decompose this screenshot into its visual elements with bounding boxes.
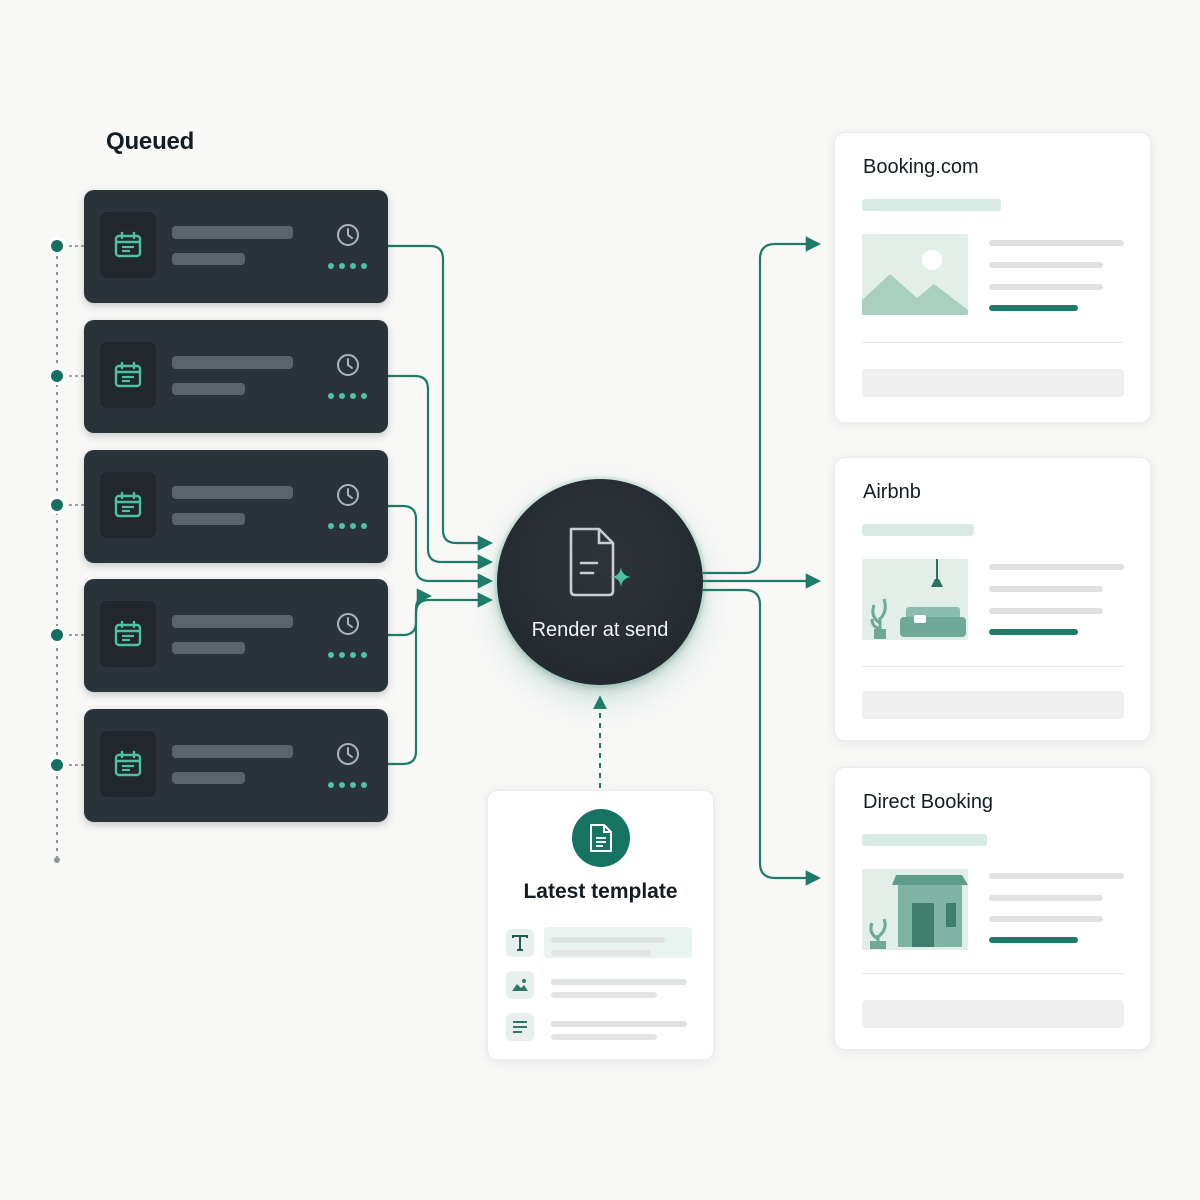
placeholder-line	[989, 916, 1103, 922]
message-meta-placeholder	[172, 253, 245, 265]
template-row-text[interactable]	[504, 927, 694, 959]
queued-message-card[interactable]	[84, 450, 388, 563]
channel-card-airbnb[interactable]: Airbnb	[834, 457, 1151, 741]
placeholder-line	[989, 284, 1103, 290]
status-dots	[328, 652, 367, 658]
landscape-image	[862, 234, 968, 315]
calendar-icon	[100, 212, 156, 278]
channel-card-direct-booking[interactable]: Direct Booking	[834, 767, 1151, 1050]
footer-placeholder	[862, 369, 1124, 397]
template-row-image[interactable]	[504, 969, 694, 1001]
placeholder-line	[989, 873, 1124, 879]
clock-icon	[337, 224, 359, 246]
connector-channel-3	[703, 588, 822, 886]
message-title-placeholder	[172, 615, 293, 628]
footer-placeholder	[862, 1000, 1124, 1028]
accent-line	[989, 629, 1078, 635]
calendar-icon	[100, 731, 156, 797]
connector-queue-3	[388, 504, 494, 589]
clock-icon	[337, 613, 359, 635]
message-meta-placeholder	[172, 772, 245, 784]
timeline-dot	[51, 759, 63, 771]
paragraph-icon	[506, 1013, 534, 1041]
status-dots	[328, 782, 367, 788]
placeholder-line	[989, 608, 1103, 614]
queued-message-card[interactable]	[84, 579, 388, 692]
placeholder-line	[989, 895, 1103, 901]
clock-icon	[337, 354, 359, 376]
connector-queue-5	[388, 588, 433, 766]
status-dots	[328, 523, 367, 529]
document-sparkle-icon	[569, 527, 631, 597]
timeline-dot	[51, 370, 63, 382]
message-meta-placeholder	[172, 642, 245, 654]
placeholder-line	[551, 992, 657, 998]
channel-name: Airbnb	[863, 481, 921, 503]
subtitle-placeholder	[862, 524, 974, 536]
placeholder-line	[989, 240, 1124, 246]
timeline-dot	[51, 629, 63, 641]
queued-message-card[interactable]	[84, 320, 388, 433]
placeholder-line	[551, 937, 665, 943]
render-label: Render at send	[531, 619, 669, 641]
message-title-placeholder	[172, 226, 293, 239]
template-title: Latest template	[523, 880, 678, 903]
calendar-icon	[100, 472, 156, 538]
image-icon	[506, 971, 534, 999]
divider	[862, 973, 1124, 974]
placeholder-line	[551, 1034, 657, 1040]
calendar-icon	[100, 342, 156, 408]
footer-placeholder	[862, 691, 1124, 719]
accent-line	[989, 305, 1078, 311]
message-title-placeholder	[172, 486, 293, 499]
queued-message-card[interactable]	[84, 190, 388, 303]
status-dots	[328, 393, 367, 399]
channel-card-booking[interactable]: Booking.com	[834, 132, 1151, 423]
clock-icon	[337, 743, 359, 765]
channel-name: Direct Booking	[863, 791, 994, 813]
subtitle-placeholder	[862, 834, 987, 846]
living-room-image	[862, 559, 968, 640]
placeholder-line	[551, 979, 687, 985]
connector-channel-1	[703, 236, 822, 575]
divider	[862, 342, 1124, 343]
message-title-placeholder	[172, 745, 293, 758]
queued-message-card[interactable]	[84, 709, 388, 822]
timeline-dot	[51, 240, 63, 252]
message-title-placeholder	[172, 356, 293, 369]
clock-icon	[337, 484, 359, 506]
placeholder-line	[989, 262, 1103, 268]
message-meta-placeholder	[172, 513, 245, 525]
status-dots	[328, 263, 367, 269]
placeholder-line	[989, 564, 1124, 570]
placeholder-line	[551, 950, 651, 956]
calendar-icon	[100, 601, 156, 667]
text-icon	[506, 929, 534, 957]
queue-title: Queued	[106, 128, 195, 155]
latest-template-card[interactable]: Latest template	[487, 790, 714, 1060]
timeline-dot	[51, 499, 63, 511]
channel-name: Booking.com	[863, 156, 979, 178]
connector-queue-2	[388, 374, 494, 570]
connector-queue-1	[388, 244, 494, 551]
house-image	[862, 869, 968, 950]
placeholder-line	[989, 586, 1103, 592]
divider	[862, 666, 1124, 667]
placeholder-line	[551, 1021, 687, 1027]
accent-line	[989, 937, 1078, 943]
template-row-paragraph[interactable]	[504, 1011, 694, 1043]
message-meta-placeholder	[172, 383, 245, 395]
subtitle-placeholder	[862, 199, 1001, 211]
document-icon	[572, 809, 630, 867]
connector-queue-4	[388, 592, 494, 637]
render-at-send-node[interactable]: Render at send	[497, 479, 703, 685]
